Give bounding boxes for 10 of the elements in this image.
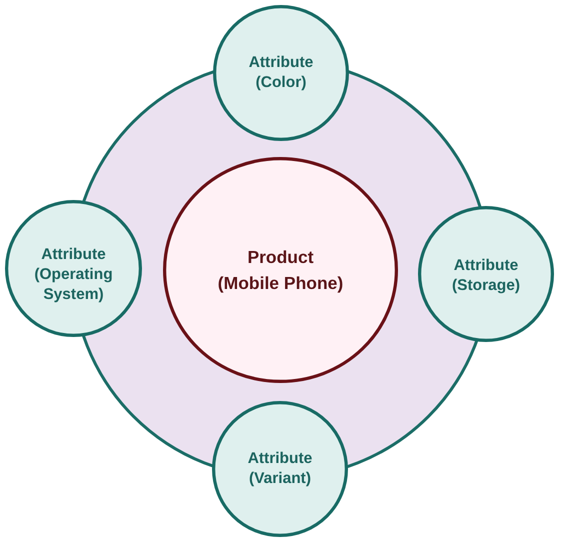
attribute-circle [213,5,349,141]
product-circle [163,157,398,383]
attribute-circle [5,200,142,337]
node-label: Attribute (Color) [248,53,314,93]
node-label: Attribute (Storage) [452,256,520,296]
attribute-circle [418,206,554,342]
attribute-circle [212,401,348,537]
node-label: Attribute (Operating System) [34,244,113,304]
node-label: Attribute (Variant) [248,449,312,489]
node-label: Product (Mobile Phone) [218,246,344,295]
